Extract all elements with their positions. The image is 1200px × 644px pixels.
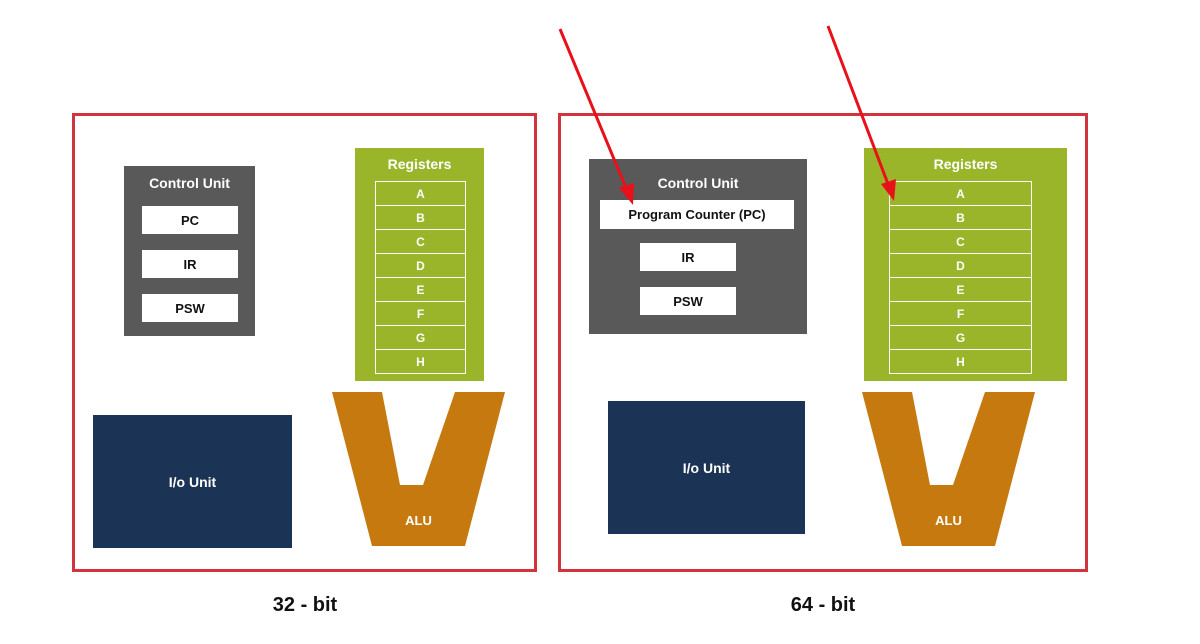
frame-32-bit	[72, 113, 537, 572]
registers-title: Registers	[387, 156, 452, 172]
registers-32-bit: Registers A B C D E F G H	[355, 148, 484, 381]
arrowhead-registers	[881, 179, 896, 201]
register-cell-c: C	[375, 230, 466, 254]
control-unit-title: Control Unit	[149, 175, 230, 191]
register-cell-c: C	[889, 230, 1032, 254]
arrow-to-registers	[826, 25, 890, 185]
control-unit-32-bit: Control Unit PC IR PSW	[124, 166, 255, 336]
ir-register-box: IR	[640, 243, 736, 271]
alu-label-64-bit: ALU	[935, 513, 962, 528]
caption-64-bit: 64 - bit	[790, 594, 856, 616]
arrowhead-program-counter	[619, 183, 634, 205]
io-unit-64-bit: I/o Unit	[608, 401, 805, 534]
register-cell-h: H	[889, 350, 1032, 374]
registers-64-bit: Registers A B C D E F G H	[864, 148, 1067, 381]
register-cell-g: G	[375, 326, 466, 350]
ir-register-box: IR	[142, 250, 238, 278]
control-unit-title: Control Unit	[657, 175, 739, 191]
alu-label-32-bit: ALU	[405, 513, 432, 528]
program-counter-box: Program Counter (PC)	[600, 200, 794, 229]
registers-title: Registers	[933, 156, 998, 172]
register-cell-b: B	[889, 206, 1032, 230]
register-cell-e: E	[889, 278, 1032, 302]
psw-register-box: PSW	[142, 294, 238, 322]
register-cell-a: A	[375, 181, 466, 206]
arrow-to-program-counter	[558, 28, 628, 189]
register-cell-f: F	[375, 302, 466, 326]
frame-64-bit	[558, 113, 1088, 572]
register-cell-d: D	[889, 254, 1032, 278]
alu-shape-32-bit	[332, 392, 505, 546]
register-cell-d: D	[375, 254, 466, 278]
alu-shape-64-bit	[862, 392, 1035, 546]
register-cell-g: G	[889, 326, 1032, 350]
psw-register-box: PSW	[640, 287, 736, 315]
register-cell-e: E	[375, 278, 466, 302]
pc-register-box: PC	[142, 206, 238, 234]
register-cell-f: F	[889, 302, 1032, 326]
register-cell-h: H	[375, 350, 466, 374]
caption-32-bit: 32 - bit	[272, 594, 338, 616]
register-cell-b: B	[375, 206, 466, 230]
io-unit-32-bit: I/o Unit	[93, 415, 292, 548]
register-list: A B C D E F G H	[889, 181, 1032, 374]
register-list: A B C D E F G H	[375, 181, 466, 374]
